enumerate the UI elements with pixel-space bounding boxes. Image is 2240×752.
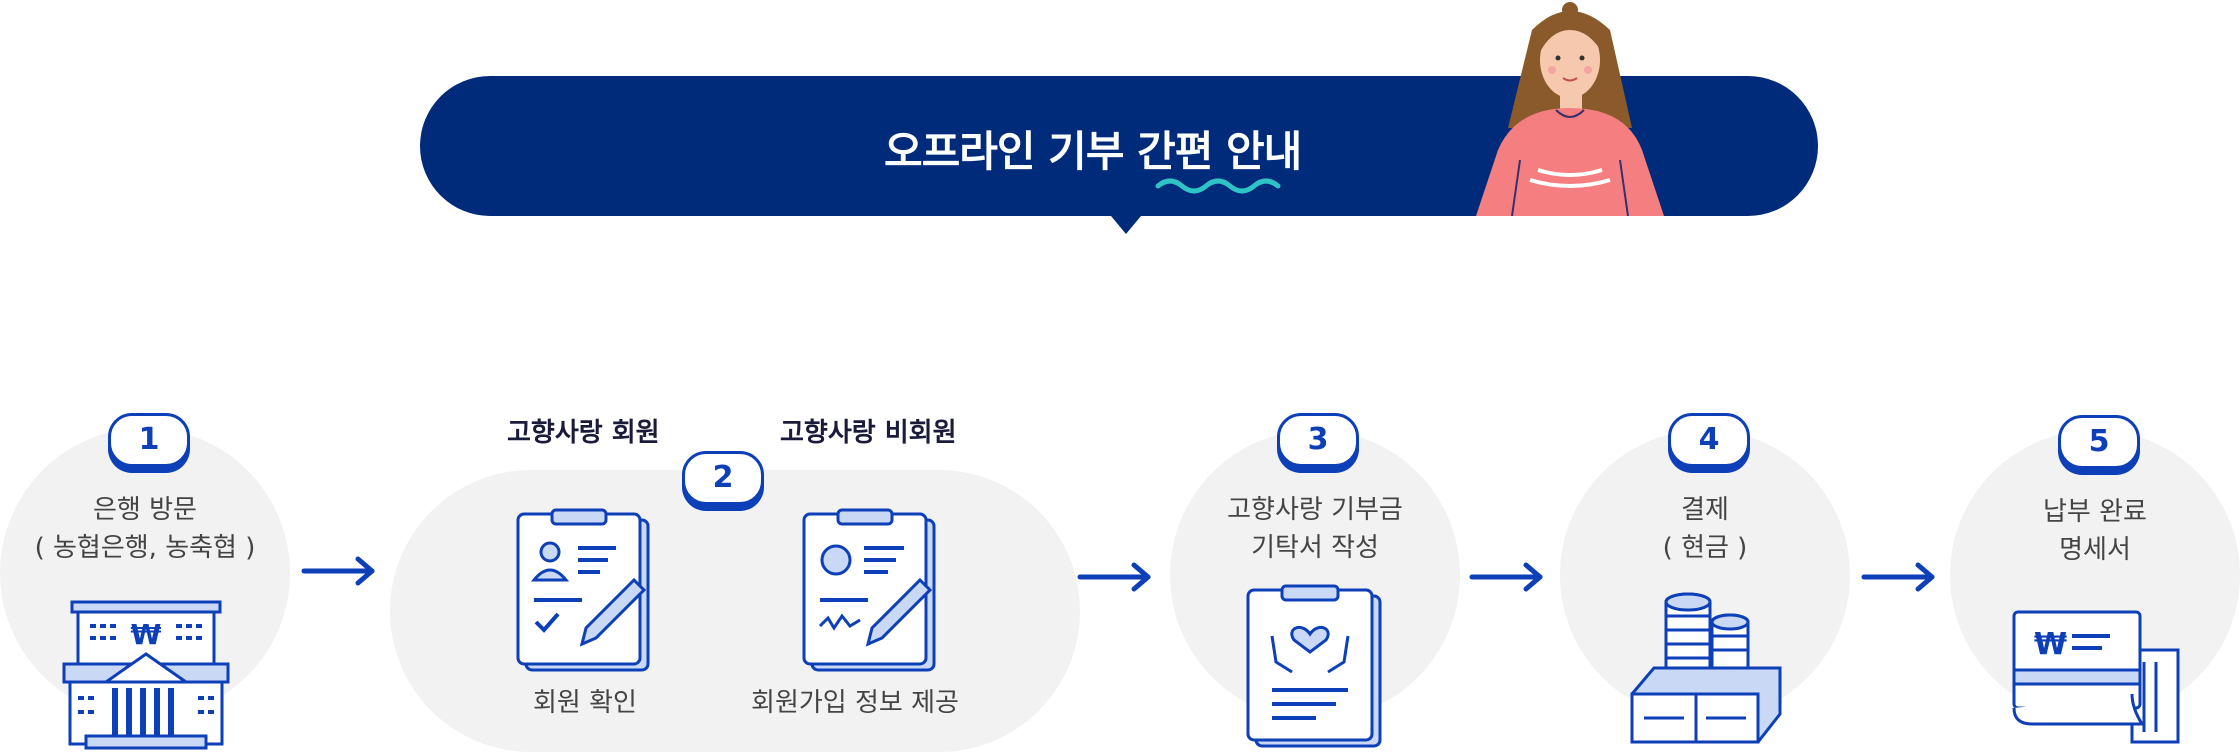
woman-illustration — [1476, 2, 1664, 216]
member-title: 고향사랑 회원 — [507, 418, 660, 448]
svg-text:₩: ₩ — [2034, 627, 2067, 662]
step-3-badge: 3 — [1277, 413, 1359, 467]
step-3-line2: 기탁서 작성 — [1251, 533, 1379, 563]
bank-building-icon: ₩ — [62, 600, 230, 750]
step-4-line2: ( 현금 ) — [1662, 533, 1748, 563]
step-4-line1: 결제 — [1681, 495, 1729, 525]
arrow-right-icon — [1861, 562, 1935, 592]
nonmember-caption: 회원가입 정보 제공 — [751, 688, 959, 718]
step-1-line1: 은행 방문 — [93, 495, 197, 525]
step-2-badge: 2 — [682, 451, 764, 505]
arrow-right-icon — [1469, 562, 1543, 592]
banner-pointer — [1106, 210, 1146, 234]
step-5-line1: 납부 완료 — [2043, 497, 2147, 527]
receipt-statement-icon: ₩ — [2012, 610, 2180, 744]
step-3-line1: 고향사랑 기부금 — [1227, 495, 1403, 525]
step-1-line2: ( 농협은행, 농축협 ) — [34, 533, 256, 563]
nonmember-info-clipboard-icon — [802, 508, 936, 672]
nonmember-title: 고향사랑 비회원 — [780, 418, 957, 448]
wave-underline-icon — [1155, 178, 1281, 194]
arrow-right-icon — [301, 556, 375, 586]
step-4-badge: 4 — [1668, 413, 1750, 467]
banner-title: 오프라인 기부 간편 안내 — [884, 127, 1302, 176]
member-check-clipboard-icon — [516, 508, 650, 672]
step-2-background — [390, 470, 1080, 752]
member-caption: 회원 확인 — [533, 688, 637, 718]
step-5-badge: 5 — [2058, 415, 2140, 469]
cash-coins-icon — [1630, 592, 1782, 744]
step-5-line2: 명세서 — [2059, 535, 2131, 565]
svg-text:₩: ₩ — [131, 618, 162, 651]
arrow-right-icon — [1077, 562, 1151, 592]
step-1-badge: 1 — [108, 413, 190, 467]
donation-form-clipboard-icon — [1246, 584, 1382, 748]
